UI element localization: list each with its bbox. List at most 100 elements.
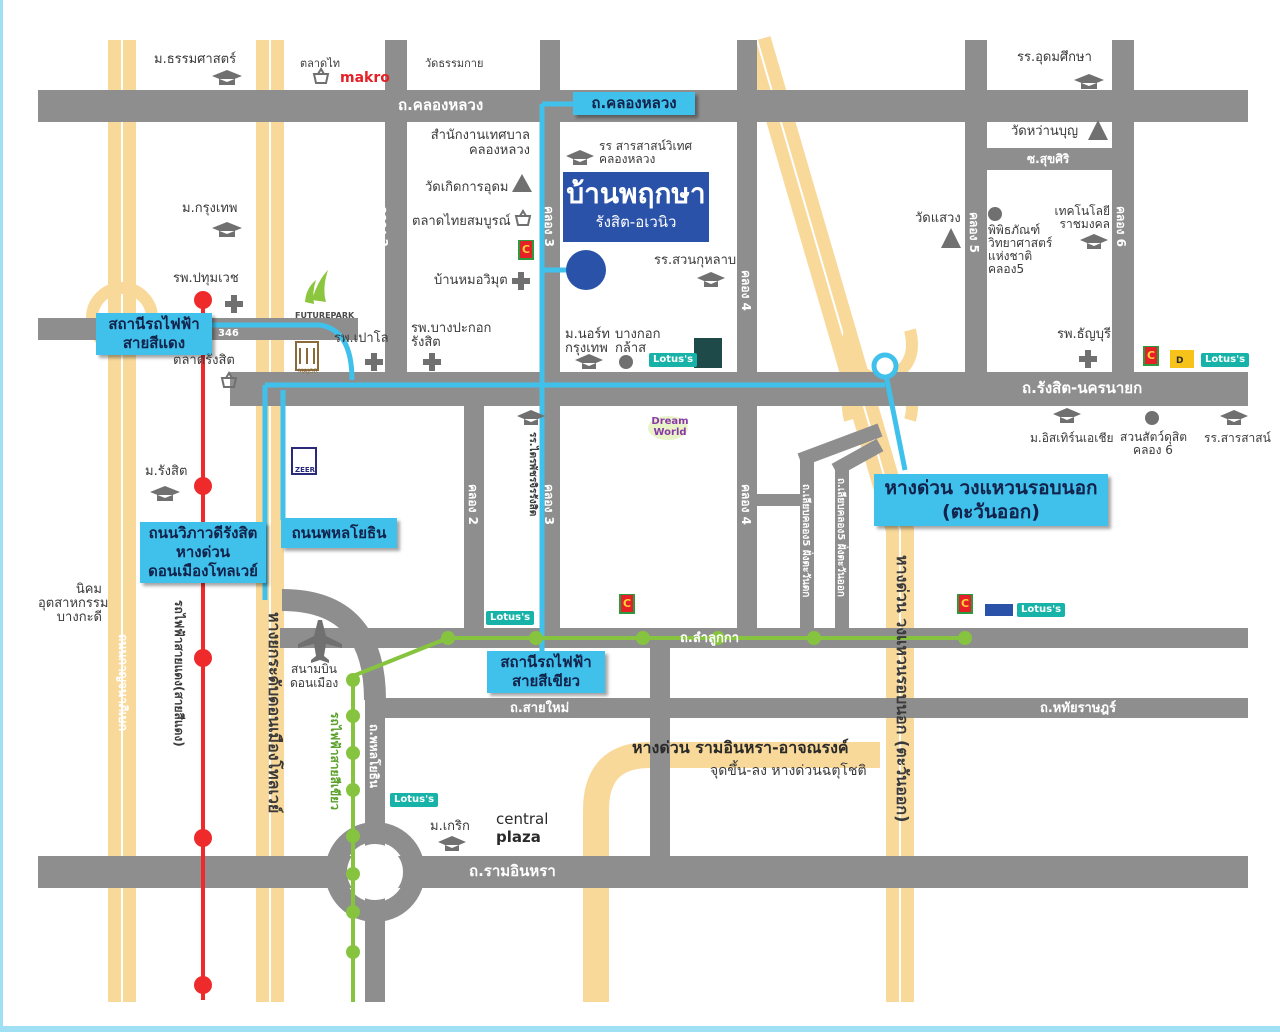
market-icons: [220, 67, 532, 388]
temple-icons: [512, 120, 1108, 248]
callout-line: หางด่วน: [175, 543, 231, 561]
road-label: ถ.ลำลูกกา: [680, 631, 740, 646]
callout-outer-ring: หางด่วน วงแหวนรอบนอก (ตะวันออก): [874, 474, 1108, 526]
road-label: ถ.คลองหลวง: [398, 96, 484, 114]
callout-line: สายสีแดง: [122, 334, 186, 352]
lotus-badge: Lotus's: [486, 611, 535, 625]
sai-mai-road: [376, 698, 1248, 718]
callout-line: สถานีรถไฟฟ้า: [500, 653, 592, 671]
graduation-cap-icon: [1053, 408, 1081, 423]
label-line: กรุงเทพ: [565, 341, 608, 356]
road-label: ถ.เลียบคลอง5 ฝั่งตะวันตก: [800, 484, 811, 598]
road-label: คลอง 4: [739, 270, 753, 311]
place-label: รพ.ธัญบุรี: [1057, 327, 1111, 342]
lotus-badge: Lotus's: [1201, 353, 1250, 367]
route-outer-ring: [882, 369, 908, 471]
temple-icon: [512, 174, 532, 192]
zoo-dot-icon: [1145, 411, 1159, 425]
place-label: เทคโนโลยี ราชมงคล: [1054, 205, 1110, 231]
place-label: ตลาดไท: [300, 57, 340, 70]
place-label: พิพิธภัณฑ์ วิทยาศาสตร์ แห่งชาติ คลอง5: [988, 224, 1052, 276]
road-label: ถ.เลียบคลอง5 ฝั่งตะวันออก: [835, 478, 846, 597]
khlong3-road-top: [540, 40, 560, 372]
label-line: ดอนเมือง: [290, 676, 339, 690]
place-label: วัดหว่านบุญ: [1011, 124, 1079, 139]
callout-line: สายสีเขียว: [511, 672, 581, 690]
label-line: สนามบิน: [291, 662, 337, 676]
callout-line: ถนนวิภาวดีรังสิต: [148, 524, 258, 542]
place-label: ม.รังสิต: [145, 464, 188, 479]
place-label: สวนสัตว์ดุสิต คลอง 6: [1120, 431, 1187, 457]
ram-intra-road: [38, 856, 1248, 888]
lotus-badge: Lotus's: [390, 793, 439, 807]
place-label: วัดแสวง: [915, 211, 961, 226]
place-label: สนามบิน ดอนเมือง: [290, 662, 338, 690]
museum-dot-icon: [988, 207, 1002, 221]
callout-phahon: ถนนพหลโยธิน: [281, 518, 397, 548]
graduation-cap-icon: [212, 70, 242, 85]
place-label: สำนักงานเทศบาล คลองหลวง: [430, 128, 530, 158]
label-line: สำนักงานเทศบาล: [430, 128, 530, 143]
graduation-cap-icon: [575, 354, 603, 369]
rangsit-nakhon-nayok-road: [230, 372, 1248, 406]
zeer-label: ZEER: [295, 466, 316, 474]
road-label: คลอง 5: [967, 212, 981, 253]
place-label: รร สารสาสน์วิเทศ คลองหลวง: [599, 140, 692, 166]
khlong3-road-bottom: [540, 406, 560, 628]
road-label: คลอง 3: [542, 484, 556, 525]
place-label: รพ.ปทุมเวช: [173, 271, 239, 286]
place-label: รพ.บางปะกอก รังสิต: [411, 322, 491, 350]
khlong2-road-bottom: [464, 406, 484, 628]
label-line: รังสิต: [411, 335, 441, 350]
callout-line: ดอนเมืองโทลเวย์: [148, 562, 258, 580]
graduation-cap-icon: [438, 836, 466, 851]
liap-west-road: [800, 460, 814, 628]
airplane-icon: [298, 620, 342, 663]
graduation-cap-icon: [1080, 234, 1108, 249]
road-label: 346: [218, 328, 239, 339]
place-label: ตลาดรังสิต: [173, 353, 235, 368]
road-curves: [281, 423, 884, 922]
left-edge-stripe: [0, 0, 3, 1032]
road-label: คลอง 2: [376, 206, 390, 247]
zeer-logo-icon: [291, 447, 317, 475]
khlong5-road: [965, 40, 987, 372]
project-pin: [566, 250, 606, 290]
label-line: บางกอก: [615, 327, 661, 342]
khlong6-road: [1112, 40, 1134, 372]
road-label: หางด่วน วงแหวนรอบนอก (ตะวันออก): [893, 555, 912, 823]
basket-icon: [312, 67, 330, 84]
road-label: ถ.พหลโยธิน: [367, 724, 381, 789]
place-label: บ้านหมอวิมุต: [434, 273, 508, 288]
label-line: ราชมงคล: [1059, 217, 1110, 231]
basket-icon: [220, 371, 238, 388]
label-line: กล้าส: [615, 341, 647, 356]
liap-east-road: [835, 470, 849, 628]
road-label: รถไฟฟ้าสายสีเขียว: [328, 712, 342, 810]
label-line: แห่งชาติ: [988, 249, 1033, 263]
glass-logo-icon: [694, 338, 722, 368]
khlong4-road-bottom: [737, 406, 757, 628]
dream-world-label: Dream World: [651, 416, 689, 438]
big-c-icon: [1143, 346, 1159, 366]
university-icons: [150, 70, 1248, 851]
road-label: คลอง 6: [1114, 206, 1128, 247]
green-line: [346, 631, 972, 1002]
label-line: ม.นอร์ท: [565, 327, 610, 342]
basket-icon: [514, 209, 532, 226]
label-line: วิทยาศาสตร์: [988, 236, 1053, 250]
big-c-icon: [518, 240, 534, 260]
route-red-station: [200, 322, 355, 381]
place-label: บางกอก กล้าส: [615, 328, 660, 356]
hospital-cross-icon: [225, 295, 243, 313]
hospital-cross-icon: [365, 353, 383, 371]
label-line: คลอง5: [988, 262, 1025, 276]
connector-road: [650, 648, 670, 856]
khlong2-road-top: [385, 40, 407, 372]
red-line: [194, 291, 212, 1000]
lotus-badge: Lotus's: [649, 353, 698, 367]
d-mart-label: D: [1176, 356, 1184, 366]
road-label: ซ.สุขศิริ: [1027, 152, 1070, 166]
project-brand-box: บ้านพฤกษา รังสิต-อเวนิว: [563, 172, 709, 242]
